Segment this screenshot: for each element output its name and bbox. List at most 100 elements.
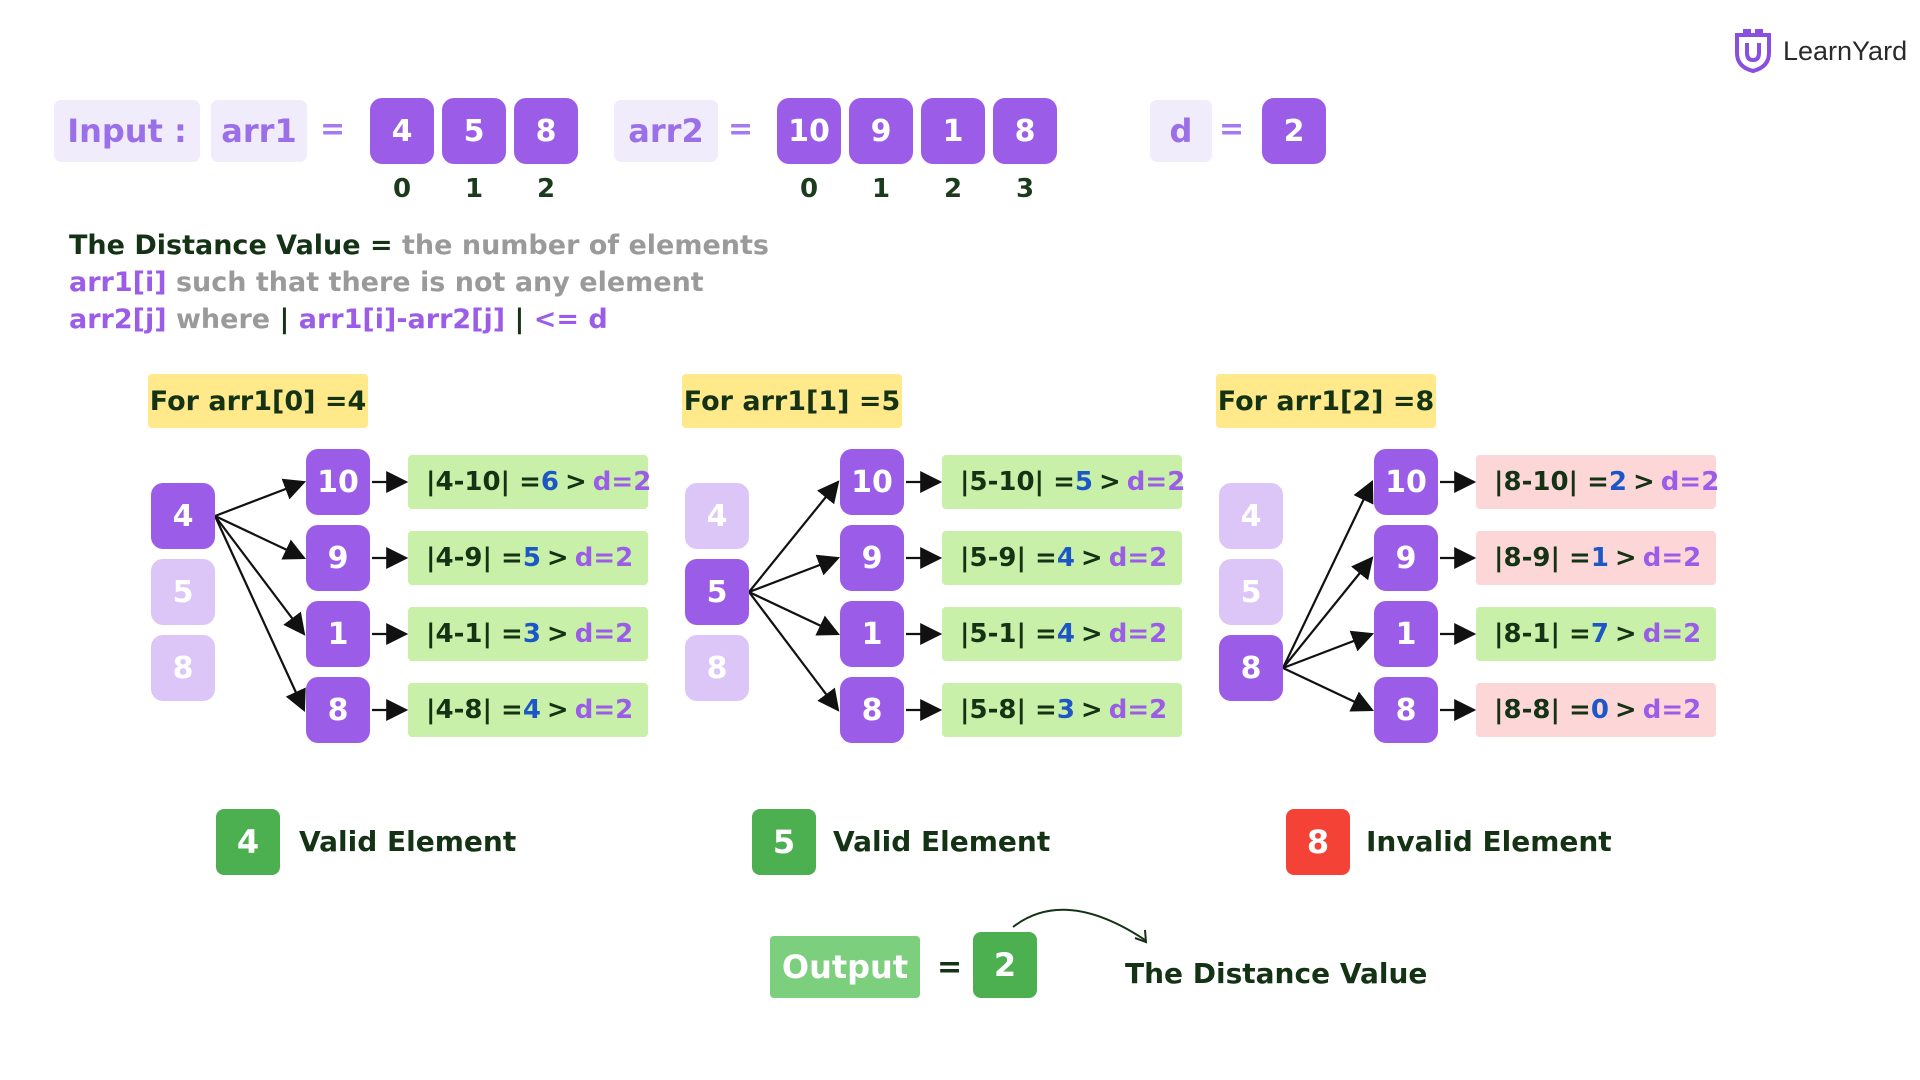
result-gt: > [546, 543, 569, 573]
brand-name: LearnYard [1783, 35, 1908, 66]
source-to-target-arrow [1282, 630, 1375, 670]
definition-line-1: The Distance Value = the number of eleme… [69, 230, 770, 261]
target-cell: 1 [1374, 601, 1438, 667]
d-value: 2 [1262, 98, 1326, 164]
source-to-target-arrow [748, 480, 840, 593]
arr1-cell: 4 [370, 98, 434, 164]
output-value: 2 [973, 932, 1037, 998]
result-val: 4 [522, 695, 541, 725]
result-expr: |4-9| = [426, 543, 523, 573]
legend-box: 4 [216, 809, 280, 875]
group-header: For arr1[2] =8 [1216, 374, 1436, 428]
faded-source-cell: 4 [685, 483, 749, 549]
result-cmp: d=2 [1108, 695, 1168, 725]
result-val: 2 [1608, 467, 1627, 497]
d-equals: = [1219, 112, 1245, 147]
result-expr: |5-9| = [960, 543, 1057, 573]
result-expr: |4-10| = [426, 467, 541, 497]
target-cell: 9 [306, 525, 370, 591]
valid-result: |5-10| = 5>d=2 [942, 455, 1185, 509]
result-val: 5 [522, 543, 541, 573]
legend-box: 5 [752, 809, 816, 875]
result-cmp: d=2 [1642, 695, 1702, 725]
faded-source-cell: 5 [1219, 559, 1283, 625]
result-expr: |8-10| = [1494, 467, 1609, 497]
valid-result: |4-1| = 3>d=2 [408, 607, 648, 661]
source-to-target-arrow [214, 515, 306, 712]
legend-label: Valid Element [833, 825, 1051, 858]
curved-arrow-icon [1012, 908, 1148, 944]
target-cell: 10 [1374, 449, 1438, 515]
valid-result: |5-9| = 4>d=2 [942, 531, 1182, 585]
arr2-cell: 1 [921, 98, 985, 164]
target-cell: 1 [306, 601, 370, 667]
result-expr: |8-8| = [1494, 695, 1591, 725]
group-header: For arr1[1] =5 [682, 374, 902, 428]
result-expr: |8-1| = [1494, 619, 1591, 649]
result-cmp: d=2 [1126, 467, 1186, 497]
result-cmp: d=2 [1642, 619, 1702, 649]
result-val: 4 [1056, 543, 1075, 573]
result-cmp: d=2 [1108, 619, 1168, 649]
result-gt: > [1080, 695, 1103, 725]
arr2-label: arr2 [614, 100, 718, 162]
brand-logo: LearnYard [1733, 28, 1907, 74]
legend-label: Valid Element [299, 825, 517, 858]
arr1-index: 2 [536, 174, 556, 204]
invalid-result: |8-10| = 2>d=2 [1476, 455, 1719, 509]
faded-source-cell: 4 [1219, 483, 1283, 549]
result-gt: > [1080, 619, 1103, 649]
source-to-target-arrow [214, 478, 307, 518]
d-label: d [1150, 100, 1212, 162]
output-equals: = [937, 950, 963, 985]
result-gt: > [1099, 467, 1121, 497]
arr1-index: 0 [392, 174, 412, 204]
active-source-cell: 8 [1219, 635, 1283, 701]
result-val: 4 [1056, 619, 1075, 649]
result-cmp: d=2 [1660, 467, 1720, 497]
group-header: For arr1[0] =4 [148, 374, 368, 428]
definition-line-2: arr1[i] such that there is not any eleme… [69, 267, 704, 298]
input-label: Input : [54, 100, 200, 162]
source-to-target-arrow [748, 591, 840, 712]
result-gt: > [1614, 695, 1637, 725]
invalid-result: |8-8| = 0>d=2 [1476, 683, 1716, 737]
result-cmp: d=2 [574, 543, 634, 573]
target-cell: 8 [840, 677, 904, 743]
arr1-index: 1 [464, 174, 484, 204]
result-cmp: d=2 [1108, 543, 1168, 573]
output-caption: The Distance Value [1125, 957, 1428, 990]
result-val: 6 [540, 467, 559, 497]
definition-line-3: arr2[j] where | arr1[i]-arr2[j] | <= d [69, 304, 608, 335]
source-to-target-arrow [1282, 556, 1374, 669]
faded-source-cell: 5 [151, 559, 215, 625]
source-to-target-arrow [214, 515, 306, 560]
result-expr: |4-1| = [426, 619, 523, 649]
result-expr: |5-8| = [960, 695, 1057, 725]
valid-result: |5-1| = 4>d=2 [942, 607, 1182, 661]
legend-label: Invalid Element [1366, 825, 1612, 858]
faded-source-cell: 8 [151, 635, 215, 701]
faded-source-cell: 8 [685, 635, 749, 701]
valid-result: |4-8| = 4>d=2 [408, 683, 648, 737]
legend-box: 8 [1286, 809, 1350, 875]
result-cmp: d=2 [574, 619, 634, 649]
result-gt: > [546, 619, 569, 649]
result-val: 7 [1590, 619, 1609, 649]
arr2-cell: 8 [993, 98, 1057, 164]
arr2-index: 0 [799, 174, 819, 204]
result-gt: > [1080, 543, 1103, 573]
result-val: 1 [1590, 543, 1609, 573]
arr1-cell: 5 [442, 98, 506, 164]
target-cell: 10 [840, 449, 904, 515]
target-cell: 9 [840, 525, 904, 591]
arr2-index: 2 [943, 174, 963, 204]
output-label: Output [770, 936, 920, 998]
arr2-equals: = [728, 112, 754, 147]
arr2-cell: 9 [849, 98, 913, 164]
result-cmp: d=2 [574, 695, 634, 725]
result-val: 3 [522, 619, 541, 649]
result-gt: > [1633, 467, 1655, 497]
source-to-target-arrow [748, 591, 840, 636]
result-cmp: d=2 [592, 467, 652, 497]
